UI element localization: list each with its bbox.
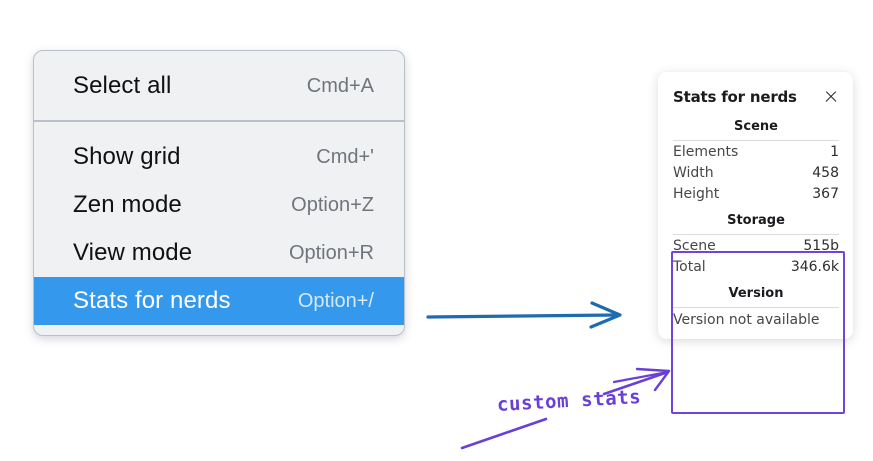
menu-item-label: Show grid <box>73 143 181 170</box>
menu-item-label: Select all <box>73 72 172 99</box>
stat-label: Width <box>673 165 714 181</box>
group-heading-storage: Storage <box>673 204 839 235</box>
stat-label: Height <box>673 186 720 202</box>
version-note: Version not available <box>673 312 820 328</box>
group-heading-scene: Scene <box>673 110 839 141</box>
menu-item-zen-mode[interactable]: Zen mode Option+Z <box>34 181 404 229</box>
stat-label: Elements <box>673 144 739 160</box>
menu-item-shortcut: Cmd+' <box>316 145 374 168</box>
stat-value: 515b <box>803 238 839 254</box>
group-heading-version: Version <box>673 277 839 308</box>
menu-item-shortcut: Option+/ <box>297 289 374 312</box>
stats-for-nerds-panel[interactable]: Stats for nerds Scene Elements 1 Width 4… <box>658 72 853 339</box>
panel-titlebar: Stats for nerds <box>658 84 853 110</box>
stat-row-elements: Elements 1 <box>673 141 839 162</box>
stat-value: 346.6k <box>790 259 839 275</box>
stat-row-width: Width 458 <box>673 162 839 183</box>
flow-arrow-icon <box>426 301 622 329</box>
annotation-label-custom-stats: custom stats <box>496 385 642 416</box>
menu-item-view-mode[interactable]: View mode Option+R <box>34 229 404 277</box>
menu-section-2: Show grid Cmd+' Zen mode Option+Z View m… <box>34 120 404 335</box>
menu-item-shortcut: Cmd+A <box>306 74 374 97</box>
context-menu[interactable]: Select all Cmd+A Show grid Cmd+' Zen mod… <box>33 50 405 336</box>
callout-underline-stroke <box>460 417 548 450</box>
panel-title: Stats for nerds <box>673 88 797 106</box>
stat-value: 367 <box>812 186 839 202</box>
menu-item-show-grid[interactable]: Show grid Cmd+' <box>34 133 404 181</box>
stat-label: Scene <box>673 238 716 254</box>
panel-body: Scene Elements 1 Width 458 Height 367 St… <box>658 110 853 329</box>
stat-label: Total <box>673 259 706 275</box>
stat-value: 458 <box>812 165 839 181</box>
menu-item-label: Zen mode <box>73 191 182 218</box>
menu-item-select-all[interactable]: Select all Cmd+A <box>34 62 404 110</box>
menu-section-1: Select all Cmd+A <box>34 51 404 120</box>
menu-item-shortcut: Option+R <box>288 241 374 264</box>
menu-item-label: Stats for nerds <box>73 287 231 314</box>
menu-item-shortcut: Option+Z <box>291 193 374 216</box>
stat-row-storage-total: Total 346.6k <box>673 256 839 277</box>
stat-row-height: Height 367 <box>673 183 839 204</box>
menu-item-label: View mode <box>73 239 193 266</box>
close-icon[interactable] <box>823 89 839 105</box>
stat-value: 1 <box>830 144 839 160</box>
menu-item-stats-for-nerds[interactable]: Stats for nerds Option+/ <box>34 277 404 325</box>
stat-row-storage-scene: Scene 515b <box>673 235 839 256</box>
